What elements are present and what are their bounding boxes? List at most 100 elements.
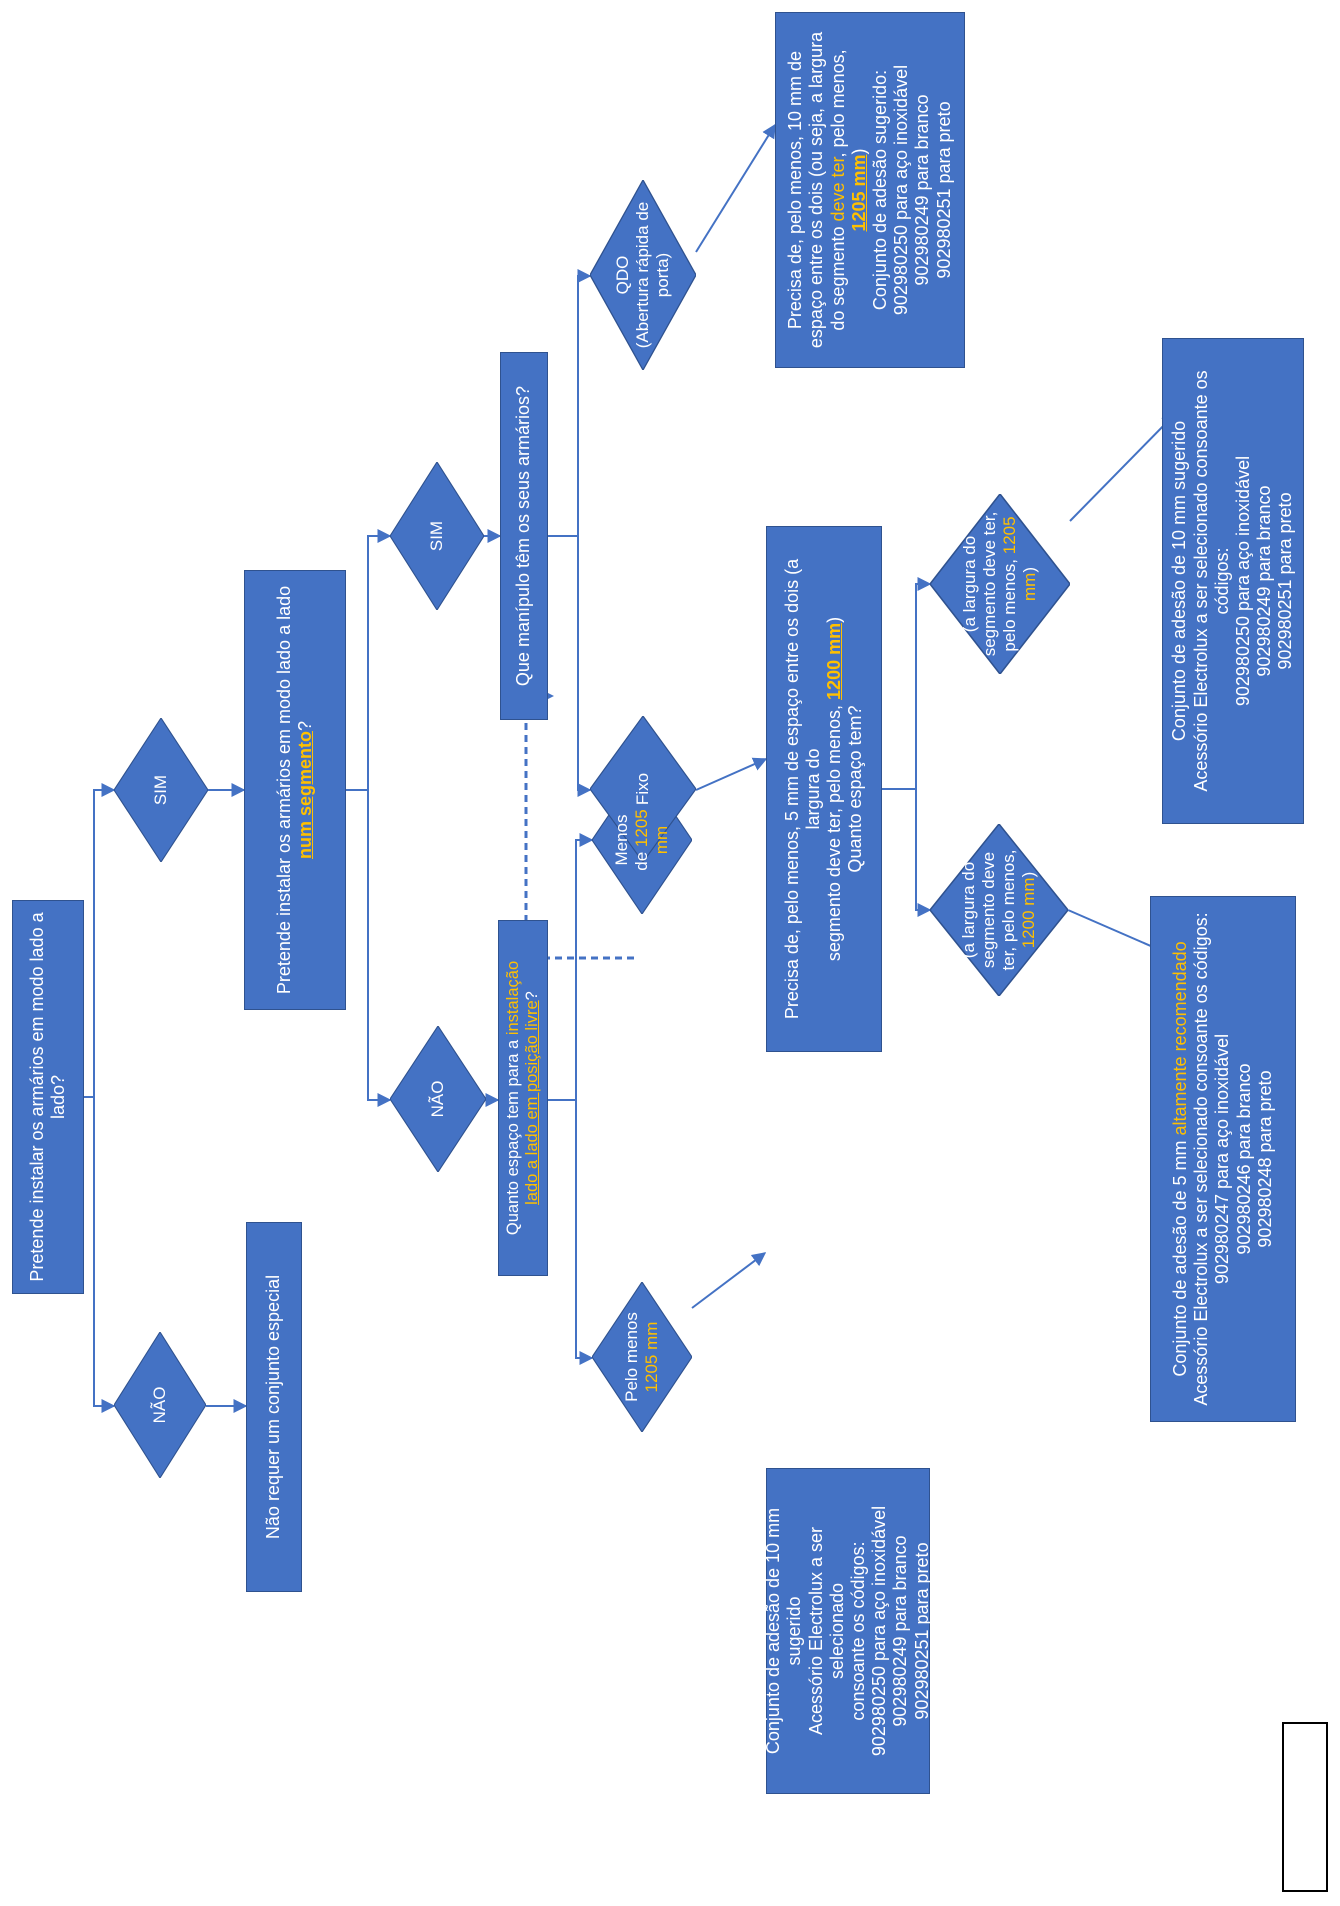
d1205-line-3-prefix: pelo menos, bbox=[1000, 554, 1019, 652]
kit-10mm-segment-box: Conjunto de adesão de 10 mm sugerido Ace… bbox=[1162, 338, 1304, 824]
segment-question-highlight: num segmento bbox=[295, 731, 315, 860]
edge-branch-sim-2 bbox=[367, 529, 392, 790]
kit-5-line-2: Acessório Electrolux a ser selecionado c… bbox=[1191, 912, 1212, 1406]
qdo-info-line-7: 902980249 para branco bbox=[912, 94, 933, 286]
qdo-info-line-8: 902980251 para preto bbox=[933, 101, 954, 279]
edge-branch-1205 bbox=[915, 577, 932, 789]
edge-branch-qdo bbox=[577, 269, 592, 536]
start-question-text: Pretende instalar os armários em modo la… bbox=[26, 912, 68, 1282]
kit-5-line-3: 902980247 para aço inoxidável bbox=[1212, 1033, 1233, 1285]
decision-pelo-menos: Pelo menos 1205 mm bbox=[592, 1282, 692, 1432]
decision-nao-2: NÃO bbox=[390, 1026, 486, 1172]
d1200-line-1: (a largura do bbox=[958, 861, 978, 959]
kit-5-highlight: altamente recomendado bbox=[1169, 941, 1190, 1136]
kit-10-seg-line-1: Conjunto de adesão de 10 mm sugerido bbox=[1169, 420, 1190, 742]
decision-sim-2-label: SIM bbox=[426, 520, 446, 552]
qdo-line-2: (Abertura rápida de bbox=[632, 201, 652, 349]
decision-1205mm: (a largura do segmento deve ter, pelo me… bbox=[930, 494, 1070, 674]
space-question-box: Quanto espaço tem para a instalação lado… bbox=[498, 920, 548, 1276]
d1200-line-2: segmento deve bbox=[978, 851, 998, 969]
decision-qdo: QDO (Abertura rápida de porta) bbox=[590, 180, 696, 370]
kit-5mm-box: Conjunto de adesão de 5 mm altamente rec… bbox=[1150, 896, 1296, 1422]
space-question-highlight-2: lado a lado em posição livre bbox=[523, 1000, 541, 1205]
qdo-info-line-3-prefix: do segmento bbox=[827, 221, 848, 331]
qdo-info-highlight-1: deve ter bbox=[827, 157, 848, 222]
kit-5-line-5: 902980248 para preto bbox=[1254, 1070, 1275, 1248]
kit-10-free-line-6: 902980251 para preto bbox=[911, 1542, 932, 1720]
qdo-info-line-3-tail: , pelo menos, bbox=[827, 49, 848, 158]
edge-branch-menos bbox=[575, 833, 594, 1100]
d1200-line-3: ter, pelo menos, bbox=[999, 849, 1018, 971]
decision-nao-2-label: NÃO bbox=[427, 1080, 447, 1118]
menos-line-2-prefix: de bbox=[631, 847, 651, 871]
fixed-info-line-2-tail: ) bbox=[824, 616, 844, 623]
decision-fixo: Fixo bbox=[590, 716, 696, 862]
decision-sim-1-label: SIM bbox=[150, 774, 170, 806]
edge-qdo-to-qdoinfo bbox=[695, 123, 776, 253]
qdo-info-line-1: Precisa de, pelo menos, 10 mm de bbox=[785, 50, 806, 330]
qdo-info-line-6: 902980250 para aço inoxidável bbox=[891, 64, 912, 316]
empty-frame-box bbox=[1282, 1722, 1328, 1892]
segment-question-box: Pretende instalar os armários em modo la… bbox=[244, 570, 346, 1010]
segment-question-line-1: Pretende instalar os armários em modo la… bbox=[273, 585, 294, 995]
edge-branch-pelo-menos bbox=[575, 1100, 594, 1365]
qdo-line-3: porta) bbox=[653, 252, 673, 298]
pelo-menos-line-1: Pelo menos bbox=[621, 1312, 641, 1402]
decision-sim-2: SIM bbox=[390, 462, 484, 610]
kit-10-seg-line-2: Acessório Electrolux a ser selecionado c… bbox=[1190, 370, 1232, 792]
qdo-info-line-2: espaço entre os dois (ou seja, a largura bbox=[806, 31, 827, 349]
no-special-kit-box: Não requer um conjunto especial bbox=[246, 1222, 302, 1592]
edge-branch-1200 bbox=[915, 789, 932, 917]
no-special-kit-text: Não requer um conjunto especial bbox=[263, 1274, 284, 1540]
space-question-prefix: Quanto espaço tem para a bbox=[503, 1035, 522, 1236]
decision-fixo-label: Fixo bbox=[632, 772, 652, 806]
kit-10-free-line-3: consoante os códigos: bbox=[848, 1541, 868, 1721]
decision-sim-1: SIM bbox=[114, 718, 208, 862]
edge-branch-fixo bbox=[577, 536, 592, 797]
edge-pelomenos-to-kit10 bbox=[691, 1252, 767, 1309]
kit-10-seg-line-4: 902980249 para branco bbox=[1254, 485, 1275, 677]
d1200-value: 1200 mm bbox=[1019, 877, 1039, 949]
fixed-info-line-2-prefix: segmento deve ter, pelo menos, bbox=[824, 699, 844, 962]
space-question-mark: ? bbox=[523, 991, 541, 1001]
fixed-info-line-1: Precisa de, pelo menos, 5 mm de espaço e… bbox=[781, 558, 823, 1020]
handle-question-text: Que manípulo têm os seus armários? bbox=[513, 385, 534, 687]
d1205-line-2: segmento deve ter, bbox=[979, 511, 999, 657]
kit-10-seg-line-5: 902980251 para preto bbox=[1275, 492, 1296, 670]
kit-5-line-1-prefix: Conjunto de adesão de 5 mm bbox=[1169, 1135, 1190, 1377]
qdo-line-1: QDO bbox=[612, 255, 632, 295]
qdo-info-highlight-2: 1205 mm bbox=[848, 154, 869, 232]
decision-nao-1-label: NÃO bbox=[149, 1386, 169, 1424]
edge-branch-nao-2 bbox=[367, 790, 392, 1107]
menos-line-1: Menos bbox=[611, 814, 631, 866]
edge-branch-sim-1 bbox=[93, 783, 116, 1097]
kit-10-free-line-1: Conjunto de adesão de 10 mm sugerido bbox=[763, 1507, 805, 1755]
edge-1205-to-kit10seg bbox=[1069, 413, 1176, 522]
pelo-menos-value: 1205 mm bbox=[642, 1321, 661, 1393]
edge-fixo-to-fixedinfo bbox=[695, 757, 768, 791]
fixed-info-line-3: Quanto espaço tem? bbox=[845, 705, 866, 873]
kit-10mm-free-box: Conjunto de adesão de 10 mm sugerido Ace… bbox=[763, 1468, 932, 1794]
d1200-tail: ) bbox=[1019, 871, 1039, 878]
space-question-highlight-1: instalação bbox=[503, 960, 522, 1036]
segment-question-mark: ? bbox=[295, 720, 315, 731]
edge-menos-dashed bbox=[524, 685, 634, 960]
decision-1200mm: (a largura do segmento deve ter, pelo me… bbox=[930, 824, 1068, 996]
kit-10-free-line-2: Acessório Electrolux a ser selecionado bbox=[805, 1526, 847, 1736]
edge-branch-nao-1 bbox=[93, 1097, 116, 1413]
d1205-line-1: (a largura do bbox=[959, 535, 979, 633]
kit-10-seg-line-3: 902980250 para aço inoxidável bbox=[1233, 455, 1253, 707]
kit-10-free-line-4: 902980250 para aço inoxidável bbox=[869, 1505, 890, 1757]
start-question-box: Pretende instalar os armários em modo la… bbox=[12, 900, 84, 1294]
d1205-value: 1205 bbox=[1000, 516, 1019, 555]
fixed-info-highlight: 1200 mm bbox=[824, 622, 844, 700]
kit-10-free-line-5: 902980249 para branco bbox=[890, 1535, 911, 1727]
fixed-handle-info-box: Precisa de, pelo menos, 5 mm de espaço e… bbox=[766, 526, 882, 1052]
menos-unit: mm bbox=[652, 825, 672, 855]
decision-nao-1: NÃO bbox=[114, 1332, 206, 1478]
kit-5-line-4: 902980246 para branco bbox=[1233, 1063, 1254, 1255]
qdo-info-box: Precisa de, pelo menos, 10 mm de espaço … bbox=[775, 12, 965, 368]
